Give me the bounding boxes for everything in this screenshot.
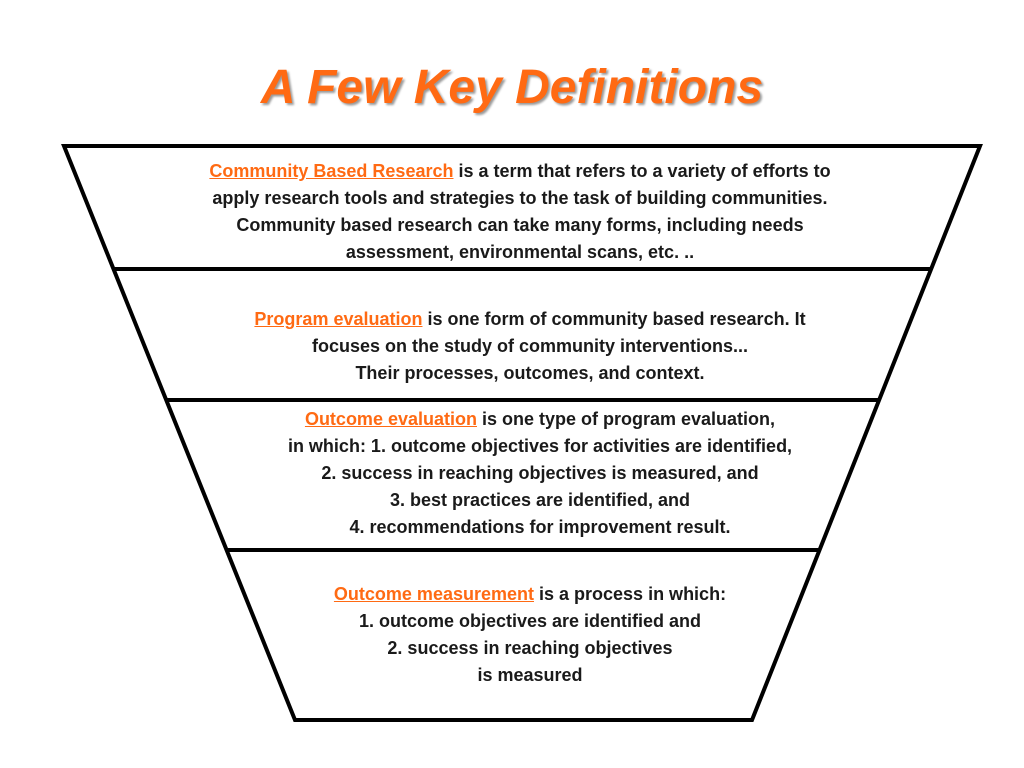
slide-title: A Few Key Definitions bbox=[260, 61, 764, 114]
definition-line: 2. success in reaching objectives bbox=[387, 638, 673, 658]
definition-lead-text: is one type of program evaluation, bbox=[476, 409, 776, 429]
definition-outcome-measurement: Outcome measurement is a process in whic… bbox=[230, 581, 830, 689]
definition-lead-text: is a term that refers to a variety of ef… bbox=[453, 161, 831, 181]
definition-line: is measured bbox=[477, 665, 583, 685]
definition-lead-line: Outcome measurement is a process in whic… bbox=[230, 581, 830, 608]
definition-line: Community based research can take many f… bbox=[236, 215, 804, 235]
term-outcome-measurement[interactable]: Outcome measurement bbox=[333, 584, 534, 604]
term-program-evaluation[interactable]: Program evaluation bbox=[254, 309, 423, 329]
definition-community-based-research: Community Based Research is a term that … bbox=[100, 158, 940, 266]
definition-line: 1. outcome objectives are identified and bbox=[358, 611, 702, 631]
definition-line: focuses on the study of community interv… bbox=[311, 336, 749, 356]
definition-lead-text: is a process in which: bbox=[534, 584, 727, 604]
definition-program-evaluation: Program evaluation is one form of commun… bbox=[150, 306, 910, 387]
definition-line: 4. recommendations for improvement resul… bbox=[349, 517, 731, 537]
definition-outcome-evaluation: Outcome evaluation is one type of progra… bbox=[190, 406, 890, 541]
definition-line: apply research tools and strategies to t… bbox=[212, 188, 828, 208]
definition-lead-line: Community Based Research is a term that … bbox=[100, 158, 940, 185]
definition-line: in which: 1. outcome objectives for acti… bbox=[287, 436, 793, 456]
term-outcome-evaluation[interactable]: Outcome evaluation bbox=[304, 409, 477, 429]
definition-line: assessment, environmental scans, etc. .. bbox=[345, 242, 695, 262]
funnel-outline bbox=[61, 144, 983, 722]
definition-lead-text: is one form of community based research.… bbox=[422, 309, 806, 329]
definition-line: 3. best practices are identified, and bbox=[389, 490, 691, 510]
definition-line: 2. success in reaching objectives is mea… bbox=[321, 463, 759, 483]
definition-lead-line: Outcome evaluation is one type of progra… bbox=[190, 406, 890, 433]
definition-lead-line: Program evaluation is one form of commun… bbox=[150, 306, 910, 333]
definition-line: Their processes, outcomes, and context. bbox=[355, 363, 705, 383]
term-community-based-research[interactable]: Community Based Research bbox=[209, 161, 454, 181]
